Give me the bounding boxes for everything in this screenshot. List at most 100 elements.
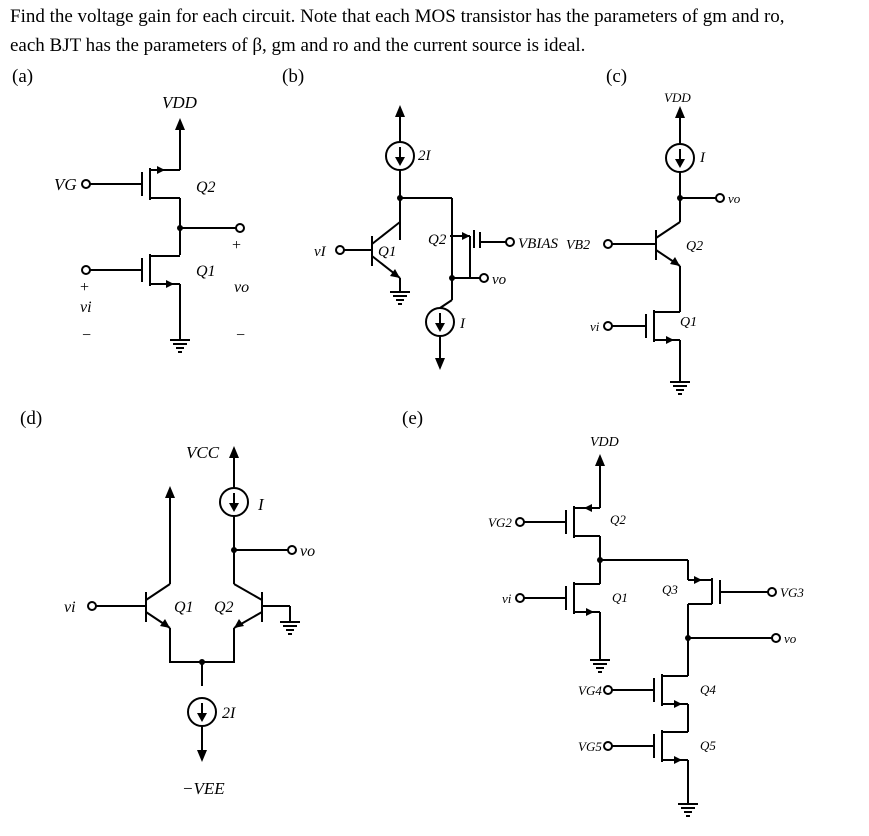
down-arrow-icon bbox=[435, 358, 445, 370]
vo-terminal bbox=[771, 633, 781, 643]
label-vi: vI bbox=[314, 244, 327, 260]
label-vo: vo bbox=[492, 272, 507, 288]
label-q1: Q1 bbox=[196, 263, 216, 280]
current-source-2i-icon bbox=[187, 697, 217, 727]
label-q3: Q3 bbox=[662, 582, 678, 597]
ground-icon bbox=[670, 381, 690, 395]
vg-terminal bbox=[81, 179, 91, 189]
label-i: I bbox=[699, 150, 706, 166]
label-q2: Q2 bbox=[610, 512, 626, 527]
label-vb2: VB2 bbox=[566, 238, 590, 253]
label-q1: Q1 bbox=[174, 599, 194, 616]
vi-terminal bbox=[603, 321, 613, 331]
transistor-q1 bbox=[344, 221, 401, 279]
vo-terminal bbox=[287, 545, 297, 555]
problem-statement: Find the voltage gain for each circuit. … bbox=[10, 2, 860, 60]
label-vdd: VDD bbox=[590, 435, 619, 450]
ground-icon bbox=[590, 659, 610, 673]
label-vdd: VDD bbox=[162, 93, 198, 112]
problem-line-1: Find the voltage gain for each circuit. … bbox=[10, 6, 785, 27]
ground-icon bbox=[280, 621, 300, 635]
vg5-terminal bbox=[603, 741, 613, 751]
vi-terminal bbox=[81, 265, 91, 275]
transistor-q1 bbox=[524, 582, 600, 616]
part-d-label: (d) bbox=[20, 408, 43, 429]
vdd-arrow-icon bbox=[175, 118, 185, 130]
circuit-d bbox=[87, 446, 300, 762]
part-b-label: (b) bbox=[282, 66, 305, 87]
vo-terminal bbox=[715, 193, 725, 203]
problem-line-2: each BJT has the parameters of β, gm and… bbox=[10, 35, 586, 56]
label-q1: Q1 bbox=[612, 590, 628, 605]
transistor-q2 bbox=[450, 222, 506, 278]
ground-icon bbox=[390, 291, 410, 305]
circuit-c bbox=[603, 106, 725, 395]
supply-arrow-icon bbox=[165, 486, 175, 498]
label-vi-plus: + bbox=[80, 279, 89, 296]
label-vcc: VCC bbox=[186, 443, 220, 462]
label-vbias: VBIAS bbox=[518, 236, 558, 252]
label-vdd: VDD bbox=[664, 90, 691, 105]
ground-icon bbox=[678, 803, 698, 817]
transistor-q4 bbox=[612, 674, 688, 708]
label-vi: vi bbox=[64, 599, 76, 616]
vi-terminal bbox=[335, 245, 345, 255]
current-source-i-icon bbox=[665, 143, 695, 173]
label-vee: −VEE bbox=[182, 779, 225, 798]
part-c-label: (c) bbox=[606, 66, 628, 87]
label-vg4: VG4 bbox=[578, 683, 602, 698]
label-vg: VG bbox=[54, 175, 77, 194]
current-source-i-icon bbox=[219, 487, 249, 517]
transistor-q2 bbox=[612, 221, 681, 267]
vdd-arrow-icon bbox=[595, 454, 605, 466]
label-vi: vi bbox=[80, 299, 92, 316]
label-2i: 2I bbox=[222, 705, 236, 722]
label-vo-plus: + bbox=[232, 237, 241, 254]
label-q1: Q1 bbox=[378, 244, 396, 260]
vg3-terminal bbox=[767, 587, 777, 597]
transistor-q1 bbox=[96, 583, 171, 629]
current-source-i-icon bbox=[425, 307, 455, 337]
label-q2: Q2 bbox=[428, 232, 447, 248]
label-vo-minus: − bbox=[236, 327, 245, 344]
label-vi: vi bbox=[502, 591, 512, 606]
label-vi-minus: − bbox=[82, 327, 91, 344]
label-q5: Q5 bbox=[700, 738, 716, 753]
transistor-q1 bbox=[90, 254, 180, 288]
vo-terminal bbox=[479, 273, 489, 283]
vee-arrow-icon bbox=[197, 750, 207, 762]
supply-arrow-icon bbox=[395, 105, 405, 117]
transistor-q1 bbox=[612, 310, 680, 344]
label-q4: Q4 bbox=[700, 682, 716, 697]
transistor-q3 bbox=[688, 576, 768, 605]
label-vo: vo bbox=[784, 631, 797, 646]
vi-terminal bbox=[87, 601, 97, 611]
current-source-2i-icon bbox=[385, 141, 415, 171]
label-vg3: VG3 bbox=[780, 585, 804, 600]
vo-terminal bbox=[235, 223, 245, 233]
transistor-q2 bbox=[233, 583, 290, 629]
label-vo: vo bbox=[728, 191, 741, 206]
vdd-arrow-icon bbox=[675, 106, 685, 118]
label-vo: vo bbox=[300, 543, 315, 560]
transistor-q2 bbox=[90, 166, 180, 200]
vg2-terminal bbox=[515, 517, 525, 527]
vi-terminal bbox=[515, 593, 525, 603]
circuit-b bbox=[335, 105, 515, 370]
part-a-label: (a) bbox=[12, 66, 34, 87]
vbias-terminal bbox=[505, 237, 515, 247]
label-q2: Q2 bbox=[196, 179, 216, 196]
label-q2: Q2 bbox=[686, 239, 703, 254]
label-i: I bbox=[459, 316, 466, 332]
label-q1: Q1 bbox=[680, 315, 697, 330]
vg4-terminal bbox=[603, 685, 613, 695]
circuit-e bbox=[515, 454, 781, 817]
label-vo: vo bbox=[234, 279, 249, 296]
label-i: I bbox=[257, 495, 265, 514]
label-q2: Q2 bbox=[214, 599, 234, 616]
circuit-a bbox=[81, 118, 245, 353]
ground-icon bbox=[170, 339, 190, 353]
label-vg5: VG5 bbox=[578, 739, 602, 754]
transistor-q2 bbox=[524, 504, 600, 538]
